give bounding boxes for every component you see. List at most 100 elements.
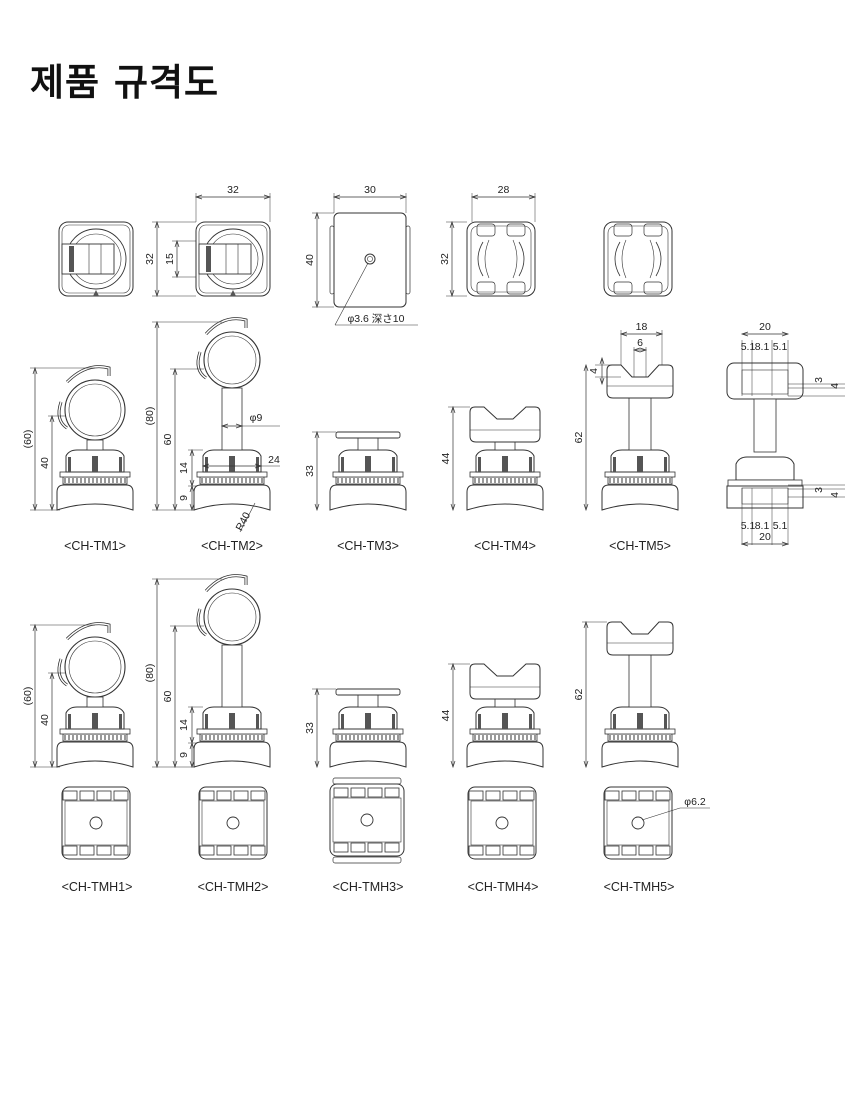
nut-stripe (392, 457, 395, 472)
nut-stripe (502, 713, 508, 729)
nut-stripe (205, 714, 208, 729)
arrow-icon (174, 239, 180, 248)
bottom-slot (62, 845, 78, 856)
clip-ring (64, 636, 126, 698)
dimension-label: 62 (573, 432, 585, 444)
shaft (221, 387, 243, 451)
bottom-slot (485, 845, 501, 856)
bottom-slot (113, 845, 129, 856)
notch (230, 290, 236, 296)
side-view-tmh1: (60)40 (22, 622, 134, 769)
nut-stripe (392, 714, 395, 729)
nut-stripe (365, 456, 371, 472)
clip-ring-inner (68, 640, 122, 694)
bottom-slot (79, 845, 95, 856)
base (56, 741, 134, 768)
bottom-slot (216, 790, 232, 801)
bottom-view-inner (332, 797, 402, 843)
bottom-slot (96, 845, 112, 856)
nut-stripe (529, 457, 532, 472)
clip-stripe (206, 246, 211, 272)
bottom-slot (350, 842, 366, 853)
flange (604, 471, 676, 478)
hole-spec-label: φ3.6 深さ10 (347, 313, 404, 325)
bottom-slot (519, 790, 535, 801)
base (329, 741, 407, 768)
saddle-curve (649, 239, 655, 279)
clip-latch-inner (197, 351, 207, 379)
arrow-icon (32, 366, 38, 375)
model-label-tmh3: <CH-TMH3> (333, 880, 404, 894)
dimension-label: (60) (22, 430, 34, 449)
dimension-label: 5.1 (773, 341, 788, 353)
dimension-label: 4 (829, 492, 841, 498)
notch (93, 290, 99, 296)
saddle-curve (518, 241, 525, 277)
plate-edge (332, 777, 402, 785)
bottom-slot (113, 790, 129, 801)
mount-hole (89, 816, 103, 830)
arrow-icon (583, 760, 589, 769)
clip-arm-inner (66, 365, 110, 383)
arrow-icon (154, 289, 160, 298)
arrow-icon (583, 363, 589, 372)
nut-stripe (119, 714, 122, 729)
base (193, 484, 271, 511)
base (466, 741, 544, 768)
nut-stripe (229, 456, 235, 472)
bottom-slot (250, 845, 266, 856)
dimension-label: 20 (759, 531, 771, 543)
dimension-label: 3 (813, 377, 825, 383)
arrow-icon (470, 194, 479, 200)
model-label-tm2: <CH-TM2> (201, 539, 263, 553)
arrow-icon (619, 331, 628, 337)
screw-hole-inner (367, 256, 373, 262)
model-label-tm3: <CH-TM3> (337, 539, 399, 553)
plate (335, 431, 401, 439)
dimension-label: 6 (637, 337, 643, 349)
bottom-slot (468, 790, 484, 801)
dimension-label: (80) (144, 664, 156, 683)
dimension-label: (60) (22, 687, 34, 706)
plate-edge (332, 856, 402, 864)
flange (469, 471, 541, 478)
saddle (606, 621, 674, 656)
plate-tab (405, 225, 411, 295)
arrow-icon (655, 331, 664, 337)
dimension-label: 9 (178, 495, 190, 501)
nut-stripe (502, 456, 508, 472)
bottom-slot (384, 842, 400, 853)
dimension-label: 60 (162, 691, 174, 703)
flange (332, 728, 404, 735)
clip-arm-inner (66, 622, 110, 640)
arrow-icon (450, 760, 456, 769)
arrow-icon (263, 194, 272, 200)
bottom-view-tmh1 (61, 786, 131, 860)
bottom-slot (199, 845, 215, 856)
arrow-icon (172, 367, 178, 376)
dimension-label: 24 (268, 454, 280, 466)
flange (469, 728, 541, 735)
arrow-icon (314, 687, 320, 696)
base (601, 741, 679, 768)
base (56, 484, 134, 511)
dimension-label: 60 (162, 434, 174, 446)
side-view-tmh5: 62 (573, 620, 679, 769)
dimension-label: 8.1 (755, 341, 770, 353)
clip-latch-inner (58, 658, 68, 686)
arrow-icon (599, 356, 605, 365)
arrow-icon (332, 194, 341, 200)
saddle-block (613, 223, 633, 237)
arrow-icon (450, 503, 456, 512)
nut-stripe (92, 713, 98, 729)
hole-spec-label: φ6.2 (684, 796, 706, 808)
bottom-slot (502, 845, 518, 856)
dimension-label: 32 (439, 253, 451, 265)
saddle-block (613, 281, 633, 295)
bottom-slot (367, 787, 383, 798)
bottom-slot (367, 842, 383, 853)
base-profile (726, 485, 804, 509)
arrow-icon (189, 741, 195, 750)
page-title: 제품 규격도 (30, 61, 220, 104)
